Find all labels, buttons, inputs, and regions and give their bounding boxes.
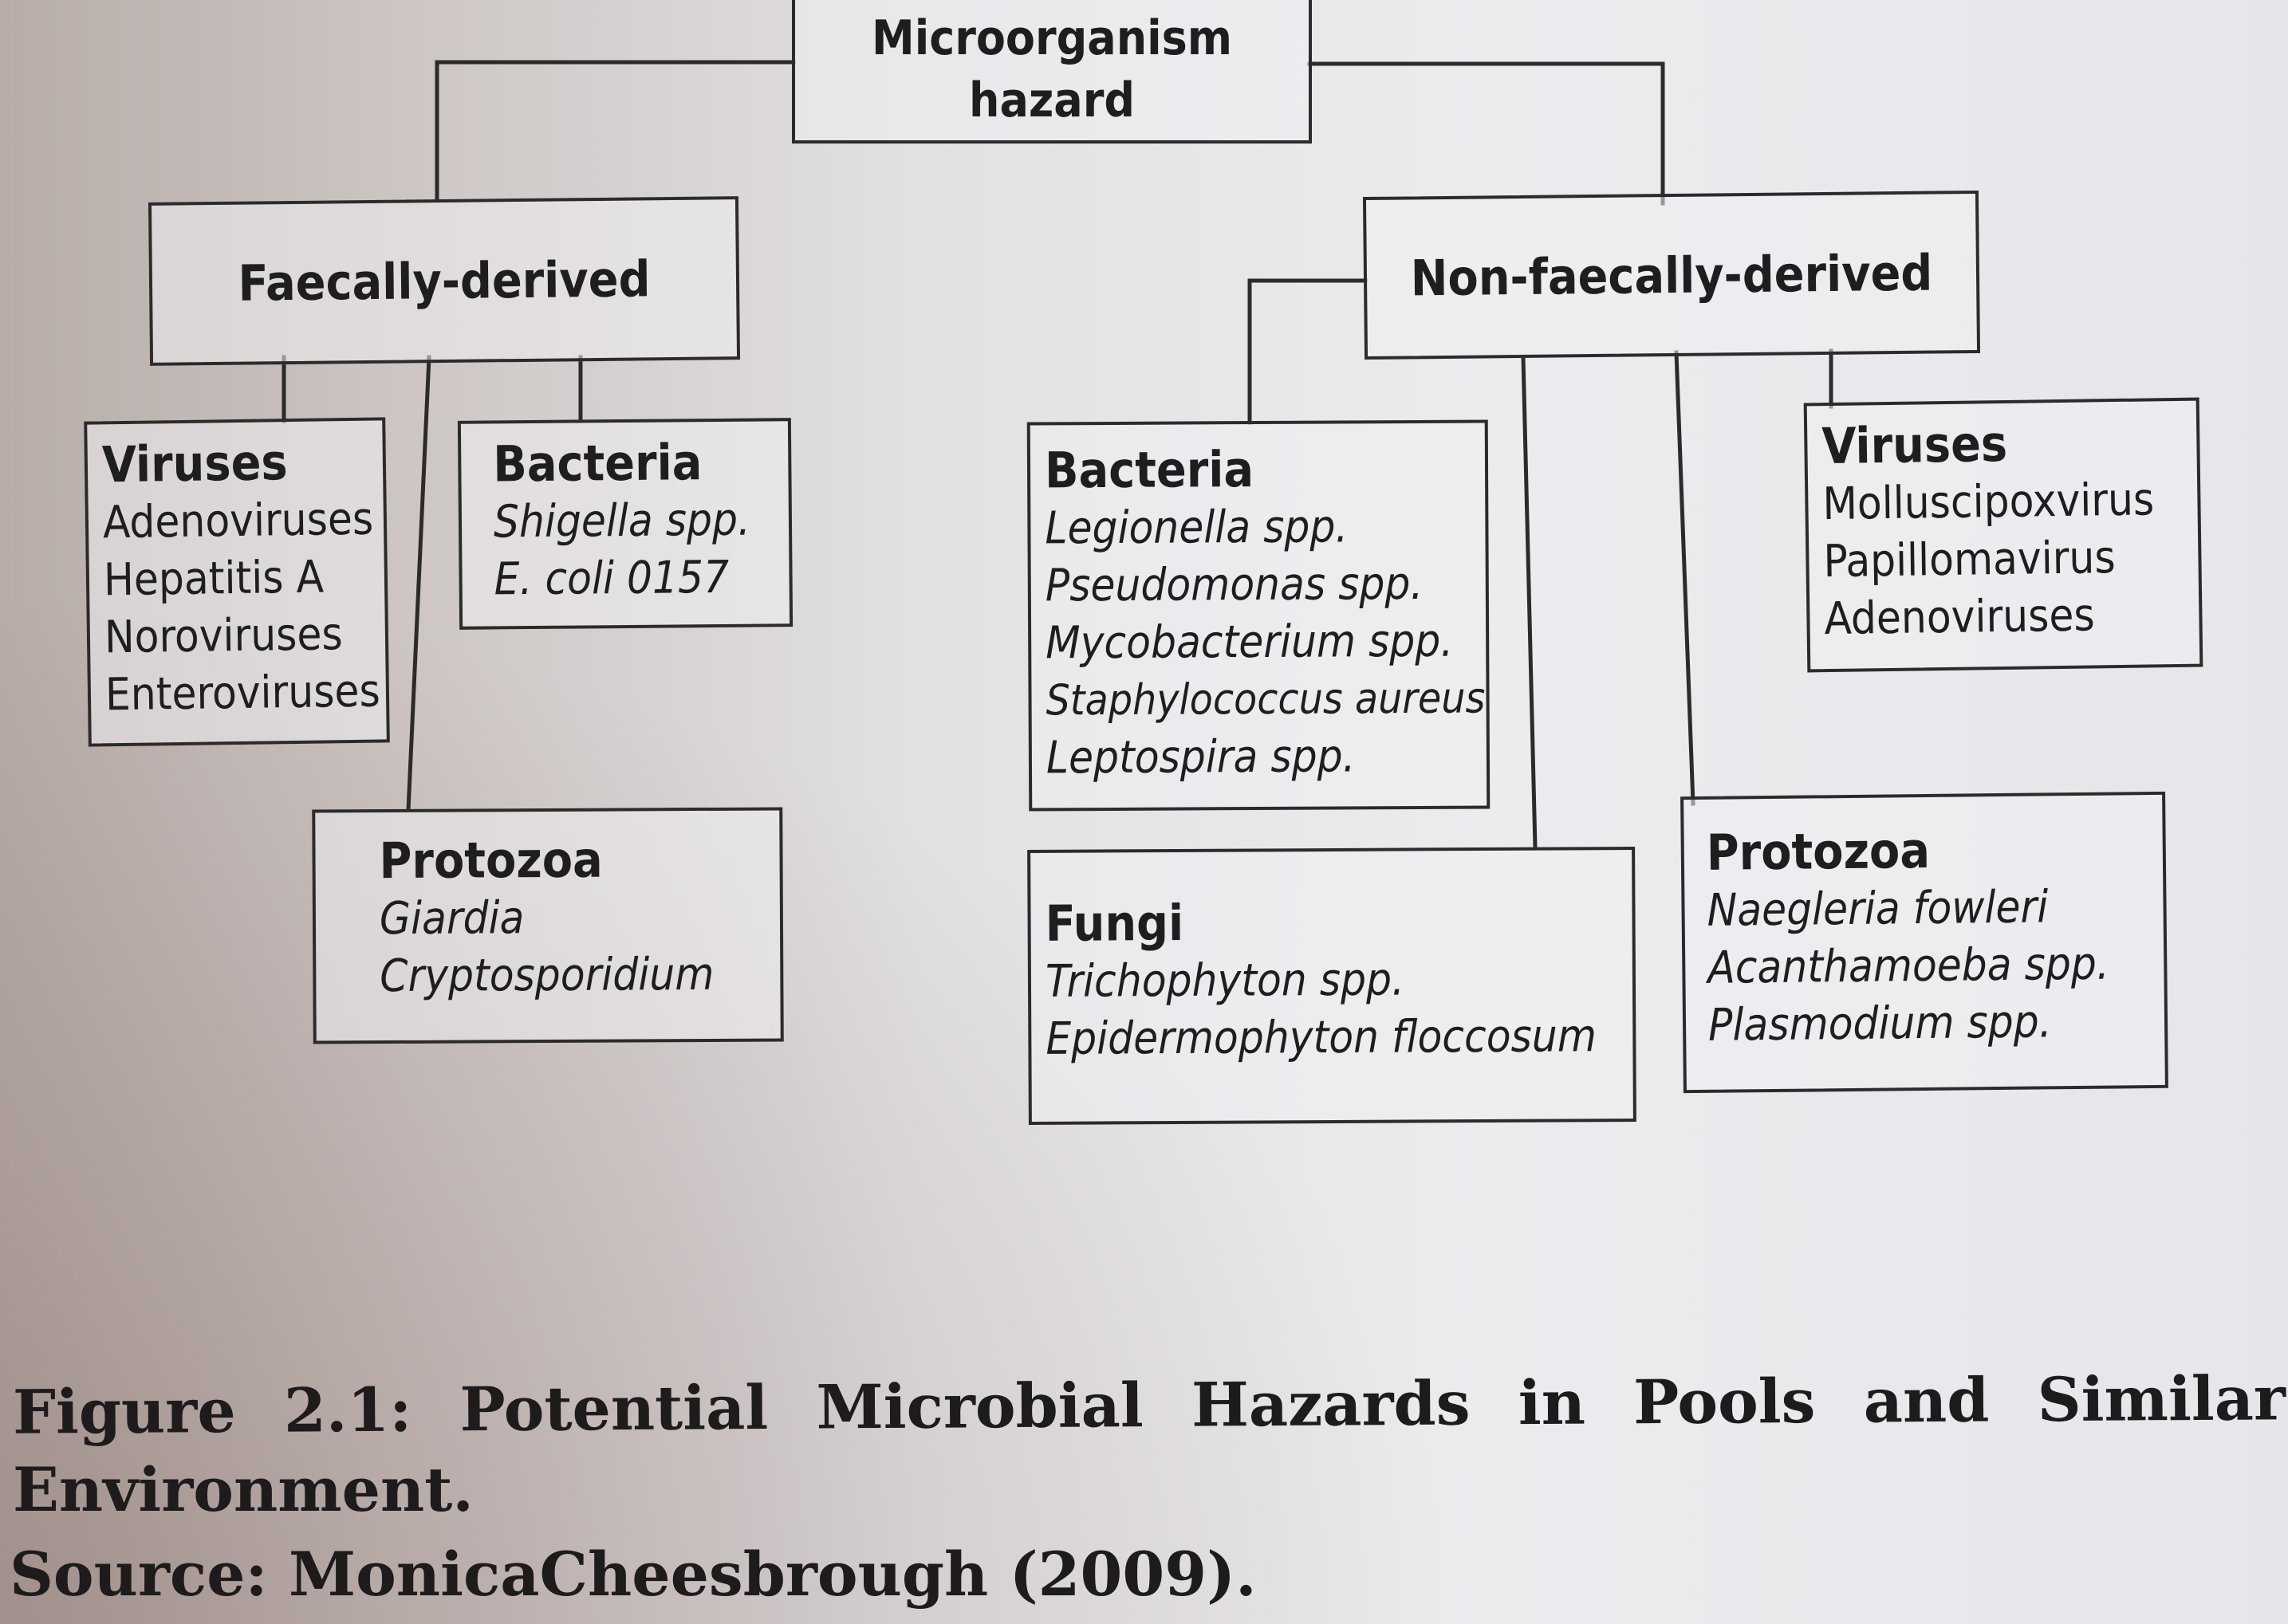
nonfaecal-protozoa-title: Protozoa xyxy=(1706,820,1931,882)
node-nonfaecal-viruses: Viruses Molluscipoxvirus Papillomavirus … xyxy=(1803,397,2203,673)
nonfaecal-fungi-item: Trichophyton spp. xyxy=(1045,954,1405,1008)
nonfaecal-bacteria-item: Mycobacterium spp. xyxy=(1046,613,1471,673)
faecal-viruses-item: Noroviruses xyxy=(104,608,344,664)
caption-word: Microbial xyxy=(816,1370,1144,1443)
node-faecal-viruses: Viruses Adenoviruses Hepatitis A Norovir… xyxy=(84,417,390,747)
nonfaecal-protozoa-item: Acanthamoeba spp. xyxy=(1707,938,2110,994)
caption-word: Potential xyxy=(459,1371,769,1445)
node-nonfaecal-protozoa: Protozoa Naegleria fowleri Acanthamoeba … xyxy=(1680,791,2168,1094)
node-faecally-derived: Faecally-derived xyxy=(148,196,741,366)
nonfaecal-protozoa-item: Naegleria fowleri xyxy=(1707,881,2049,937)
nonfaecal-bacteria-item-text: Leptospira spp. xyxy=(1046,730,1356,784)
nonfaecal-bacteria-item: Leptospira spp. xyxy=(1046,728,1472,788)
caption-word: 2.1: xyxy=(283,1374,412,1446)
faecal-viruses-item: Enteroviruses xyxy=(104,665,381,722)
faecal-bacteria-item: Shigella spp. xyxy=(493,493,751,549)
nonfaecal-bacteria-item: Pseudomonas spp. xyxy=(1046,556,1471,615)
figure-caption-line1: Figure 2.1: Potential Microbial Hazards … xyxy=(13,1363,2286,1447)
faecal-bacteria-title: Bacteria xyxy=(493,433,703,493)
root-label-line1: Microorganism xyxy=(871,10,1233,66)
faecal-viruses-title: Viruses xyxy=(101,433,289,494)
node-nonfaecal-bacteria: Bacteria Legionella spp. Pseudomonas spp… xyxy=(1026,419,1491,812)
faecal-viruses-item: Adenoviruses xyxy=(102,493,374,549)
nonfaecal-protozoa-item: Plasmodium spp. xyxy=(1707,996,2053,1052)
root-label-line2: hazard xyxy=(969,73,1135,128)
nonfaecal-bacteria-item-text: Staphylococcus aureus xyxy=(1046,674,1486,725)
faecal-bacteria-item: E. coli 0157 xyxy=(494,551,730,606)
faecal-viruses-item: Hepatitis A xyxy=(103,551,325,607)
node-non-faecally-derived: Non-faecally-derived xyxy=(1362,190,1981,360)
nonfaecal-bacteria-item: Staphylococcus aureus xyxy=(1046,670,1485,730)
nonfaecal-viruses-item: Molluscipoxvirus xyxy=(1821,474,2155,531)
caption-word: and xyxy=(1863,1364,1990,1437)
faecal-protozoa-item: Giardia xyxy=(379,892,525,946)
nonfaecal-viruses-title: Viruses xyxy=(1821,414,2008,476)
nonfaecal-viruses-item: Papillomavirus xyxy=(1822,532,2117,588)
nonfaecal-fungi-item: Epidermophyton floccosum xyxy=(1046,1010,1597,1065)
nonfaecal-viruses-item: Adenoviruses xyxy=(1823,589,2096,646)
nonfaecal-bacteria-item-text: Mycobacterium spp. xyxy=(1046,615,1454,670)
node-faecal-bacteria: Bacteria Shigella spp. E. coli 0157 xyxy=(457,418,794,630)
figure-source: Source: MonicaCheesbrough (2009). xyxy=(10,1539,1257,1610)
faecal-protozoa-item: Cryptosporidium xyxy=(380,948,715,1003)
faecal-protozoa-title: Protozoa xyxy=(379,830,603,891)
faecally-derived-label: Faecally-derived xyxy=(238,250,651,313)
caption-word: Similar xyxy=(2037,1363,2286,1436)
nonfaecal-bacteria-item-text: Legionella spp. xyxy=(1045,501,1349,555)
nonfaecal-fungi-title: Fungi xyxy=(1045,893,1184,953)
node-nonfaecal-fungi: Fungi Trichophyton spp. Epidermophyton f… xyxy=(1027,847,1636,1125)
non-faecally-derived-label: Non-faecally-derived xyxy=(1410,243,1933,307)
nonfaecal-bacteria-title: Bacteria xyxy=(1044,440,1254,500)
caption-word: Pools xyxy=(1632,1365,1816,1438)
caption-word: Figure xyxy=(12,1374,236,1448)
root-node-microorganism-hazard: Microorganism hazard xyxy=(792,0,1312,144)
figure-caption-line2: Environment. xyxy=(13,1454,474,1525)
caption-word: in xyxy=(1518,1366,1586,1439)
nonfaecal-bacteria-item: Legionella spp. xyxy=(1045,498,1471,558)
caption-word: Hazards xyxy=(1191,1367,1471,1441)
node-faecal-protozoa: Protozoa Giardia Cryptosporidium xyxy=(312,807,784,1044)
nonfaecal-bacteria-item-text: Pseudomonas spp. xyxy=(1045,557,1424,612)
